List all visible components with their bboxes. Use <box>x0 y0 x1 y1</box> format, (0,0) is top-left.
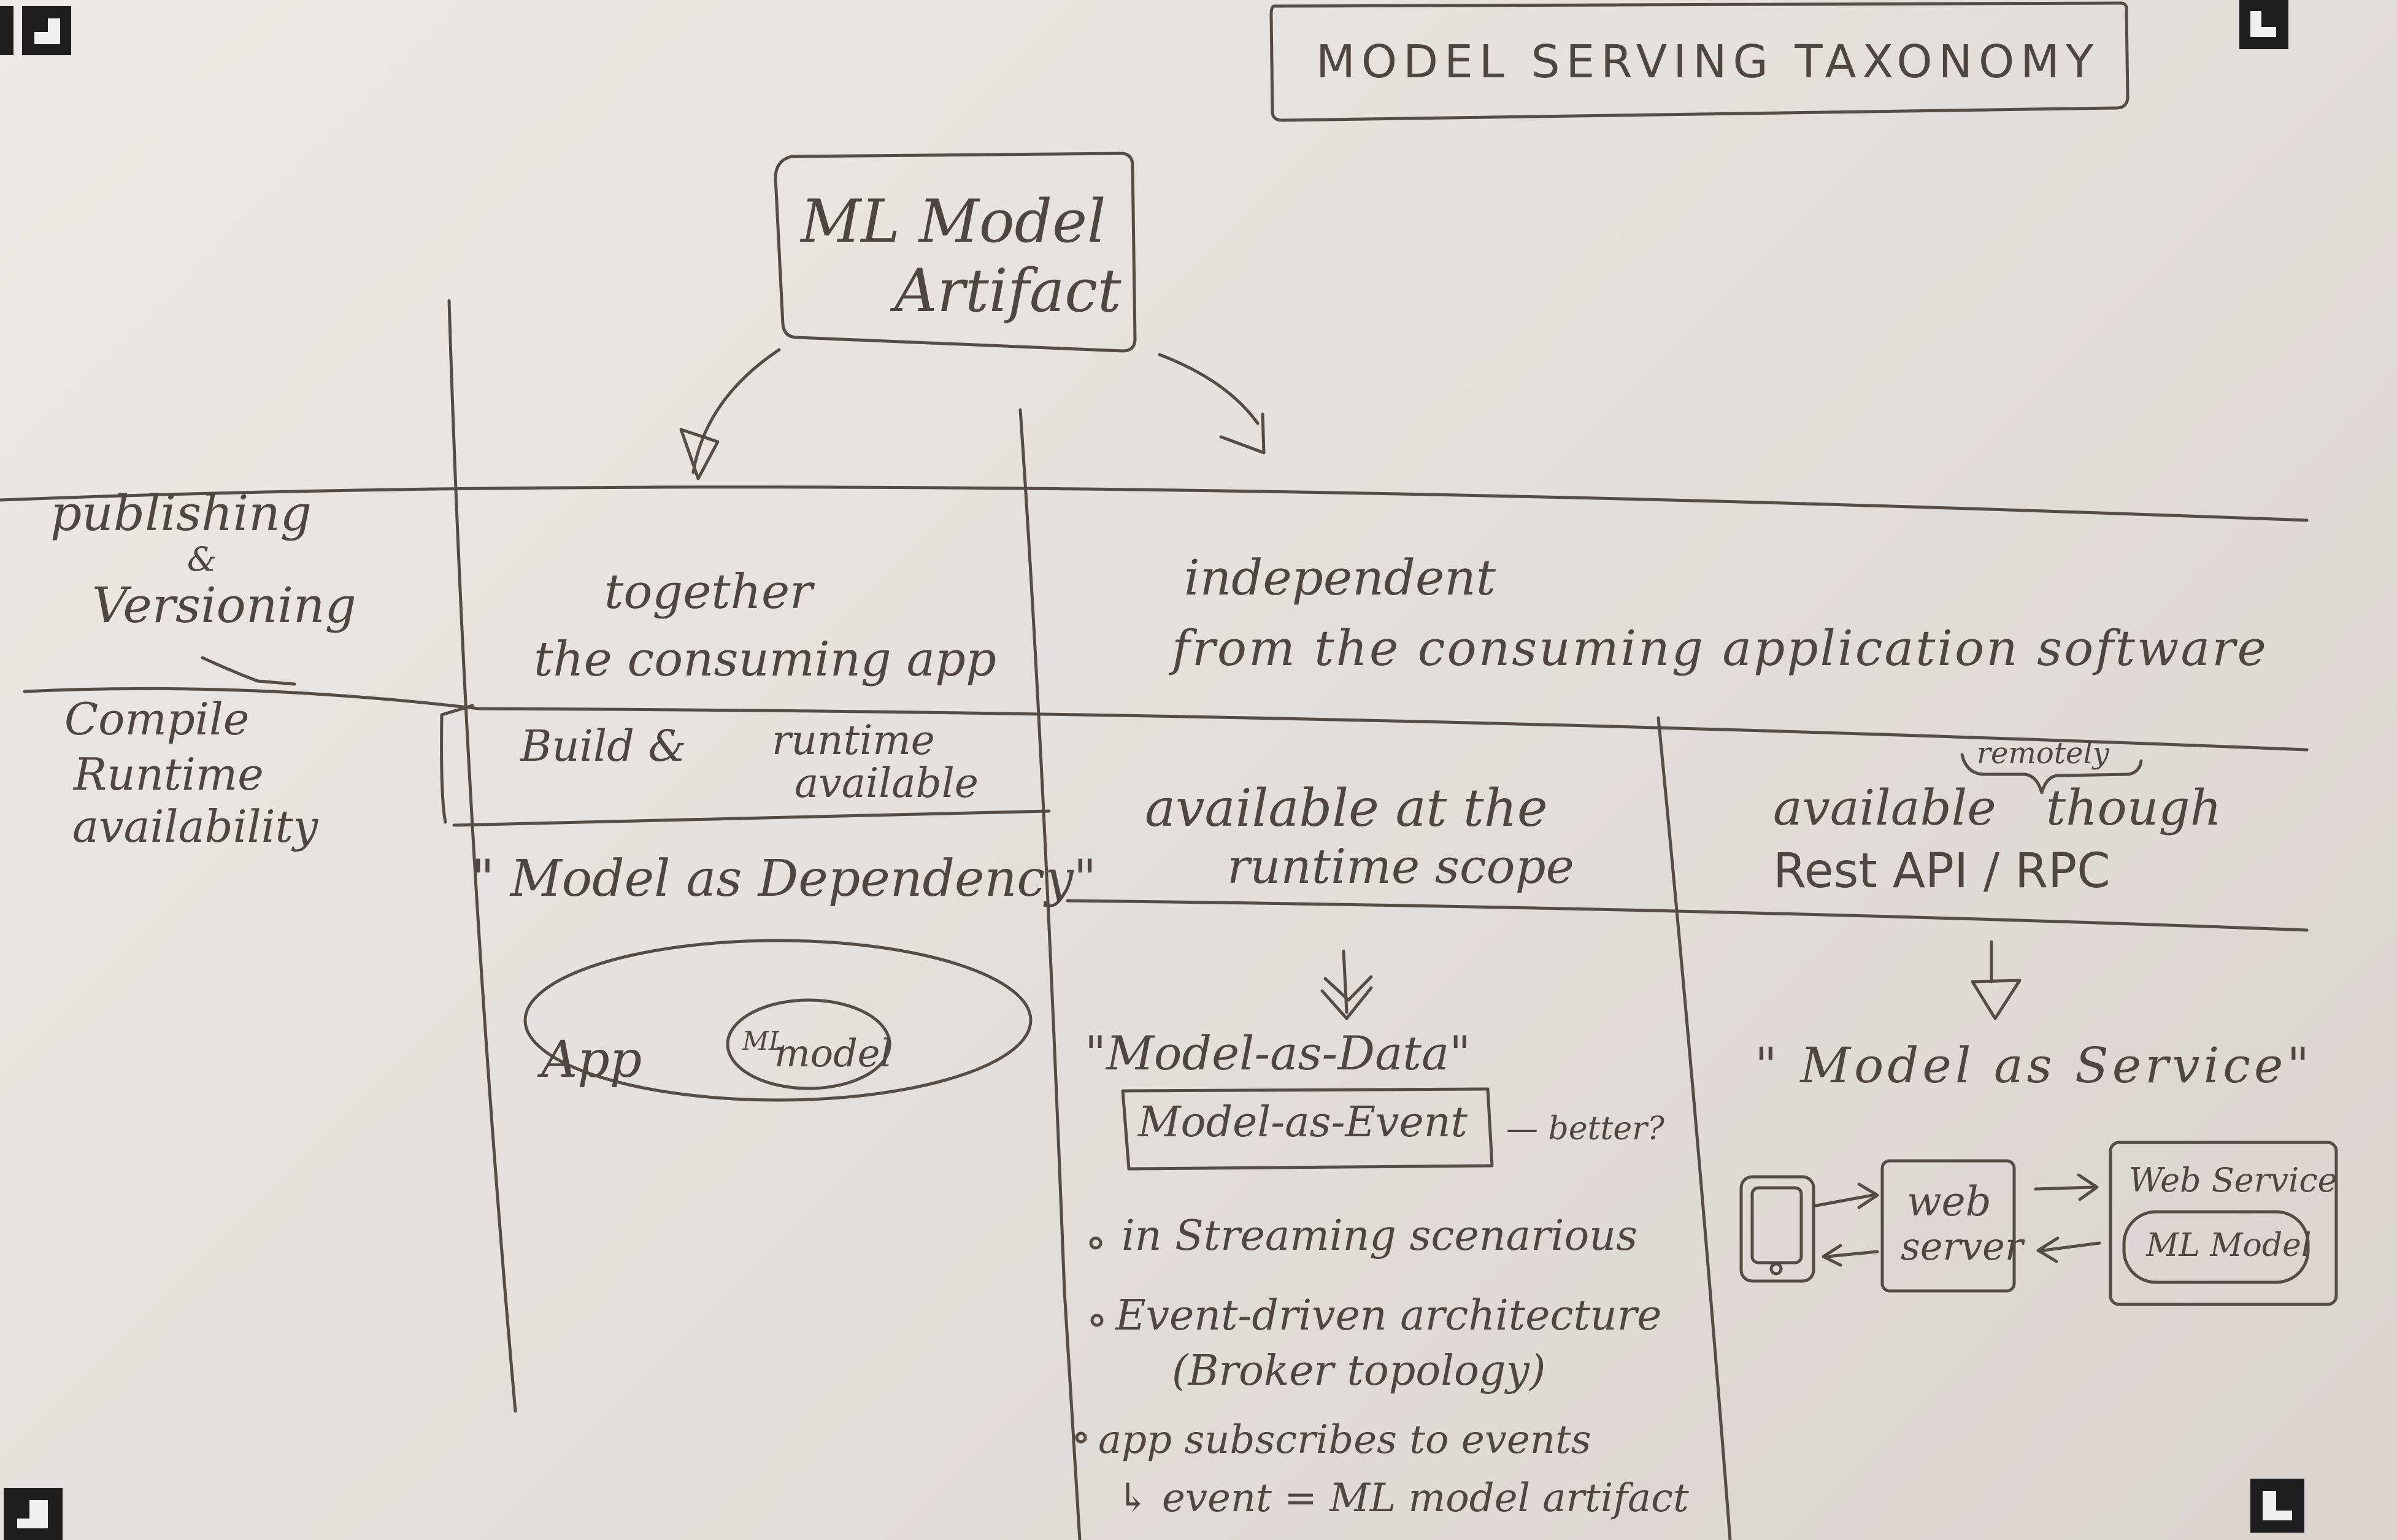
independent-line2: from the consuming application software <box>1172 620 2268 677</box>
label-ampersand: & <box>187 540 217 579</box>
bullet-app-subscribes: app subscribes to events <box>1098 1417 1591 1463</box>
ml-small-label: ML <box>742 1026 786 1056</box>
remote-line1: available <box>1773 779 1996 836</box>
runtime-scope-line2: runtime scope <box>1227 839 1574 895</box>
runtime-scope-line1: available at the <box>1145 778 1548 838</box>
fiducial-marker-top-left <box>22 6 71 55</box>
pattern-model-as-event: Model-as-Event <box>1138 1098 1468 1147</box>
label-runtime: Runtime <box>74 749 264 800</box>
label-availability: availability <box>72 801 318 852</box>
better-note: — better? <box>1506 1111 1664 1147</box>
label-versioning: Versioning <box>92 577 356 634</box>
artifact-title-line2: Artifact <box>895 256 1122 325</box>
runtime-label: runtime <box>772 717 935 764</box>
fiducial-marker-left-strip <box>0 6 13 55</box>
label-publishing: publishing <box>50 485 312 542</box>
pattern-model-as-service: " Model as Service" <box>1755 1037 2314 1094</box>
diagram-title: MODEL SERVING TAXONOMY <box>1316 36 2100 88</box>
ml-model-label: ML Model <box>2146 1227 2312 1264</box>
app-label: App <box>541 1031 642 1089</box>
web-server-label-1: web <box>1907 1178 1991 1225</box>
fiducial-marker-bottom-right <box>2250 1479 2304 1533</box>
together-line2: the consuming app <box>534 632 996 687</box>
bullet-event-artifact: ↳ event = ML model artifact <box>1117 1476 1689 1521</box>
bullet-streaming: in Streaming scenarious <box>1122 1212 1637 1260</box>
fiducial-marker-bottom-left <box>4 1488 63 1540</box>
remotely-note: remotely <box>1977 736 2109 771</box>
build-label: Build & <box>520 721 687 771</box>
fiducial-marker-top-right <box>2239 0 2288 49</box>
independent-line1: independent <box>1184 549 1496 606</box>
bullet-broker-topology: (Broker topology) <box>1172 1347 1546 1395</box>
pattern-model-as-data: "Model-as-Data" <box>1085 1026 1471 1080</box>
pattern-model-as-dependency: " Model as Dependency" <box>471 850 1097 908</box>
remote-line1b: though <box>2046 779 2222 836</box>
available-label: available <box>795 760 979 807</box>
bullet-event-driven: Event-driven architecture <box>1115 1292 1662 1340</box>
remote-line2: Rest API / RPC <box>1773 844 2110 899</box>
label-compile: Compile <box>64 693 250 745</box>
model-small-label: model <box>774 1031 893 1076</box>
web-service-label: Web Service <box>2129 1161 2337 1199</box>
together-line1: together <box>604 564 813 620</box>
artifact-title-line1: ML Model <box>801 187 1106 256</box>
web-server-label-2: server <box>1901 1224 2023 1269</box>
